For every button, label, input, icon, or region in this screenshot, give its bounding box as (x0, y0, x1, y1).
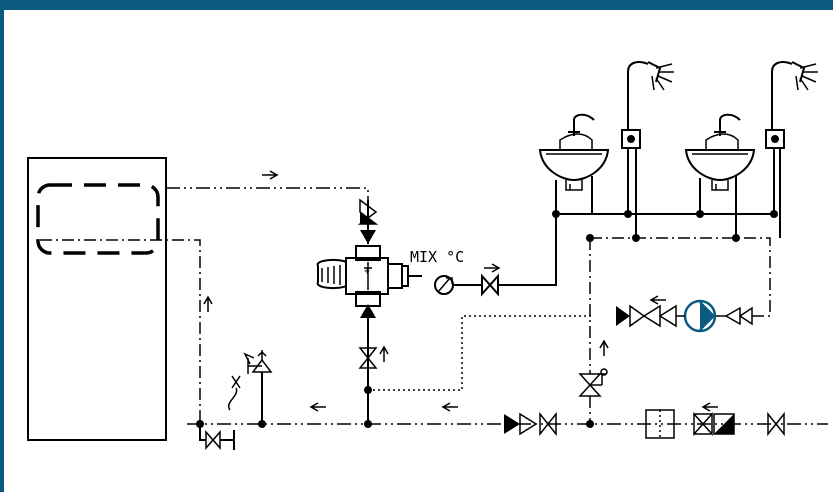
wash-basin (684, 113, 756, 238)
heat-exchanger-coil (36, 183, 160, 255)
pump-isolation-valve (642, 304, 677, 328)
pressure-reducer (693, 412, 713, 436)
main-check-valve (504, 414, 520, 434)
circulation-return-header (590, 237, 771, 317)
shower (765, 61, 818, 238)
check-valve-upper-fill (360, 212, 376, 224)
flow-arrow (262, 170, 279, 180)
flow-arrow-left (701, 402, 718, 412)
mix-temperature-label: MIX °C (410, 248, 464, 266)
mixed-supply-pipe (453, 214, 557, 297)
check-valve-pump (616, 306, 630, 326)
hydraulic-schematic: + MIX °C (27, 61, 828, 450)
inlet-shutoff-valve (767, 411, 785, 437)
drain-funnel (227, 375, 241, 411)
check-valve-lower (358, 347, 378, 369)
flow-arrow-up (379, 345, 389, 362)
wash-basin (538, 113, 610, 214)
flow-arrow (484, 263, 501, 273)
safety-valve-vent (243, 352, 255, 365)
pump-arrow (699, 301, 716, 331)
drain-pipe (199, 424, 206, 441)
shower (621, 61, 674, 238)
flow-arrow-left (441, 402, 458, 412)
safety-valve-spring (257, 350, 267, 360)
circulation-valve (724, 306, 753, 326)
circulation-dotted-line (368, 315, 594, 391)
thermostatic-mixing-valve: + (316, 245, 409, 307)
main-shutoff-valve (539, 411, 557, 437)
storage-tank (27, 157, 167, 441)
drain-valve (205, 430, 221, 450)
svg-text:+: + (364, 266, 370, 277)
flow-arrow-left (309, 402, 326, 412)
thermometer-needle (437, 277, 453, 293)
nonreturn-lower (360, 304, 376, 318)
drain-cap (220, 430, 235, 450)
flow-arrow-up (599, 339, 609, 356)
tank-return-line (40, 239, 201, 424)
flow-arrow-up (203, 295, 213, 312)
regulating-valve (578, 373, 602, 397)
nonreturn-upper (360, 230, 376, 244)
hot-water-line (166, 187, 369, 200)
flow-arrow-left (649, 295, 666, 305)
